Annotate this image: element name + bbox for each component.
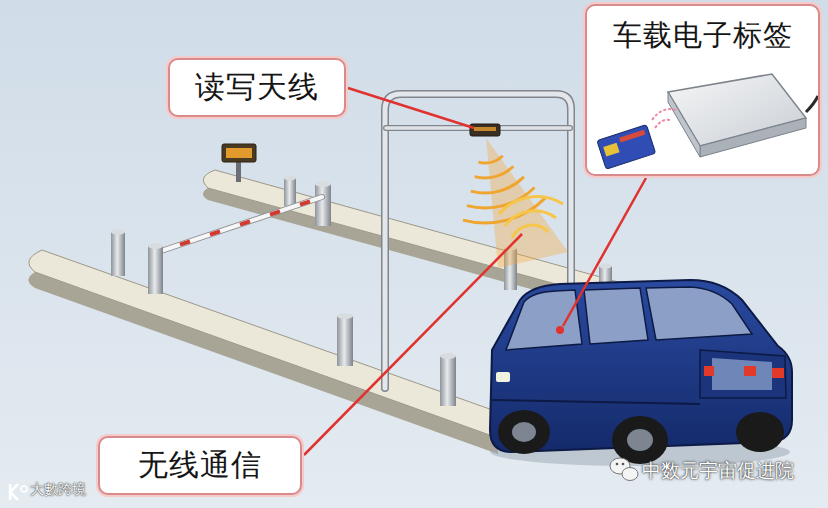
car-part [627,429,653,451]
radio-waves-part-part [512,225,548,238]
back-posts-part [315,184,331,226]
car-part [556,326,564,334]
inset-picture-part [652,109,676,128]
radio-waves-part-part [471,177,524,193]
leader-line-part [348,88,474,128]
watermark-icon-part [21,486,27,492]
car-part [646,287,752,340]
leader-line-part [563,178,646,326]
car-part [744,366,756,376]
toll-sign-part [222,144,256,162]
front-island-part [29,250,521,438]
car-part [512,422,536,442]
car-part [712,358,772,390]
radio-waves [463,138,568,268]
radio-waves-part [499,197,563,238]
callout-text: 读写天线 [195,67,319,108]
car-part [736,412,784,452]
inset-picture-part-part [603,143,619,157]
inset-picture-part [586,5,819,175]
inset-picture-part [700,118,806,157]
front-posts-part [440,356,456,406]
inset-picture-part [597,125,656,170]
car-part [700,350,786,398]
car-part [584,288,648,344]
front-posts [111,229,456,406]
watermark-icon-part [622,463,625,466]
radio-waves-part [463,156,545,223]
barrier-arm [158,197,322,252]
car [490,280,792,466]
car-part [704,366,714,376]
toll-sign-part [236,160,241,182]
car-part [498,410,550,454]
antenna-part [474,127,496,131]
watermark-icon-part [616,463,619,466]
callout-text: 无线通信 [138,445,262,486]
inset-picture-part-part [619,130,645,143]
watermark: 大數跨境 [30,481,86,499]
barrier-arm-part [158,197,322,252]
car-part [506,290,582,350]
car-part [496,372,510,382]
radio-waves-part-part [475,166,514,178]
leader-line-part [304,234,522,455]
inset-picture-part [806,96,818,112]
inset-picture [586,5,819,175]
inset-picture-part-part [597,125,656,170]
car-part [612,416,668,464]
callout-inset-box: 车载电子标签 [585,4,820,176]
toll-sign [222,144,256,182]
watermark: 中数元宇宙促进院 [642,458,794,484]
radio-waves-part-part [505,211,556,226]
back-posts-part [284,176,296,181]
barrier-arm-part [158,197,322,252]
radio-waves-part-part [479,156,503,163]
car-part [492,400,700,404]
toll-sign-part [226,148,252,158]
front-posts-part [148,246,163,294]
inset-picture-part [668,92,700,157]
back-posts-part [315,181,331,187]
front-posts-part [111,232,125,276]
front-island-part [29,272,499,454]
radio-waves-part-part [499,197,563,214]
car-part [772,368,784,378]
front-posts-part [440,353,456,359]
inset-picture-part-part [652,109,676,120]
watermark-icon-part [10,484,18,500]
back-posts-part [599,264,612,269]
front-island [29,250,521,454]
antenna [470,124,500,136]
callout-box: 无线通信 [98,436,302,495]
callout-text: 车载电子标签 [613,16,793,56]
inset-picture-part-part [655,120,670,128]
front-posts-part [148,243,163,249]
leader-line [304,88,646,455]
barrier-arm-part [180,201,310,244]
callout-box: 读写天线 [168,58,346,117]
front-posts-part [111,229,125,235]
front-posts-part [337,316,353,366]
back-posts-part [284,178,296,206]
antenna-part [470,124,500,136]
watermark-icon-part [622,468,638,481]
front-posts-part [337,313,353,319]
